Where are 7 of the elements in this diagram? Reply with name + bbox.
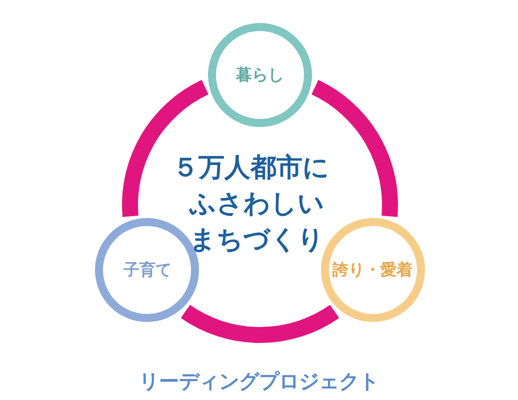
ring-arc [122, 80, 209, 217]
node-label: 子育て [123, 260, 172, 280]
node-label: 誇り・愛着 [332, 260, 413, 280]
ring-arc [181, 304, 339, 343]
ring-arc [311, 80, 398, 217]
node-label: 暮らし [236, 64, 284, 86]
caption: リーディングプロジェクト [139, 368, 379, 395]
